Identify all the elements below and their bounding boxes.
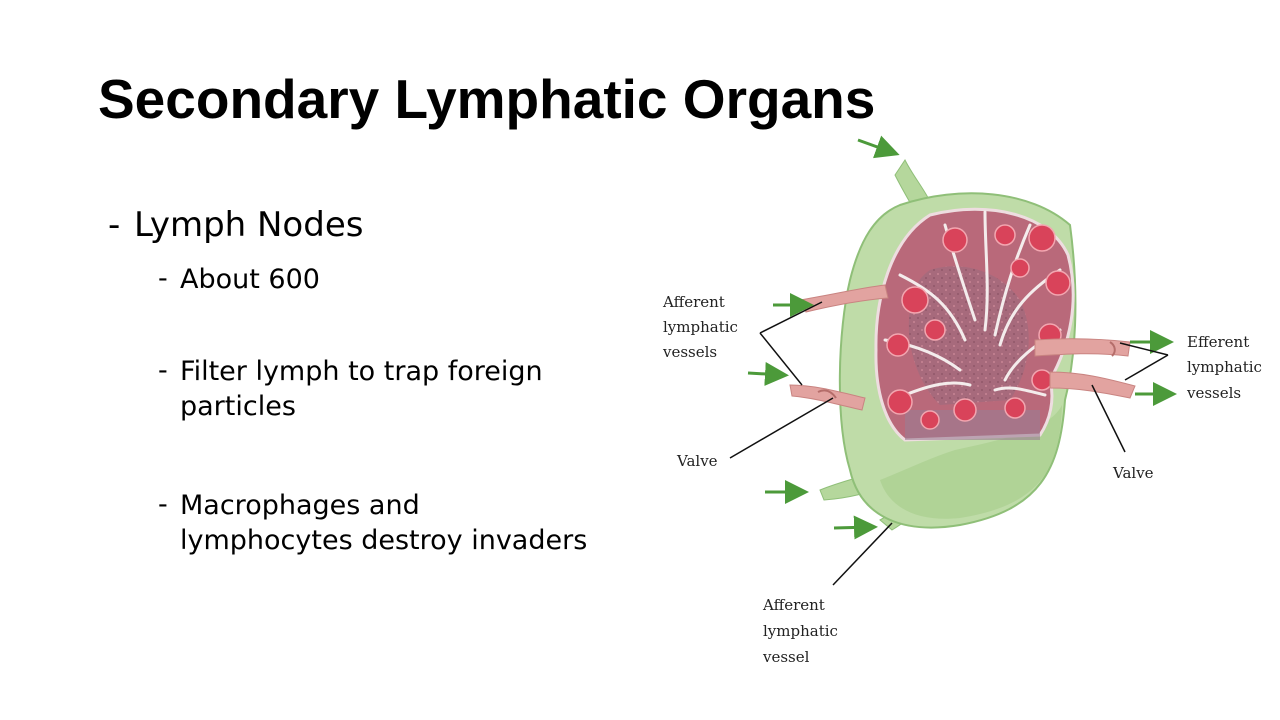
sub-bullet-line: About 600 bbox=[180, 264, 320, 295]
lymphoid-follicles bbox=[886, 224, 1071, 430]
afferent-vessel-upper-left bbox=[799, 284, 889, 313]
sub-bullet-line: lymphocytes destroy invaders bbox=[180, 524, 588, 556]
leader-lines bbox=[729, 301, 1169, 586]
sub-bullet-dash: - bbox=[158, 355, 168, 386]
valve-right-mark bbox=[1109, 341, 1116, 357]
label-valve-right: Valve bbox=[1112, 464, 1154, 482]
label-afferent-vessels-left: Afferent lymphatic vessels bbox=[662, 293, 743, 361]
efferent-vessel-upper bbox=[1034, 338, 1131, 357]
sub-bullet-macrophages: - Macrophages and lymphocytes destroy in… bbox=[158, 489, 587, 558]
sub-bullet-dash: - bbox=[158, 263, 168, 294]
label-afferent-vessel-bottom: Afferent lymphatic vessel bbox=[762, 596, 843, 666]
sub-bullet-filter-lymph: - Filter lymph to trap foreign particles bbox=[158, 355, 543, 424]
capsule-shading bbox=[880, 405, 1062, 519]
flow-arrows bbox=[747, 135, 1177, 540]
slide-title: Secondary Lymphatic Organs bbox=[98, 68, 876, 130]
label-valve-left: Valve bbox=[676, 452, 718, 470]
bullet-text: Lymph Nodes bbox=[134, 205, 364, 245]
sub-bullet-line: particles bbox=[180, 390, 296, 422]
sub-bullet-dash: - bbox=[158, 489, 168, 520]
bullet-lymph-nodes: - Lymph Nodes bbox=[108, 205, 363, 246]
sub-bullet-about-600: - About 600 bbox=[158, 263, 320, 298]
bullet-dash: - bbox=[108, 205, 121, 245]
lymph-node-diagram: Afferent lymphatic vessels Efferent lymp… bbox=[662, 135, 1267, 666]
sub-bullet-line: Macrophages and bbox=[180, 490, 420, 521]
valve-left-mark bbox=[817, 389, 837, 399]
sub-bullet-line: Filter lymph to trap foreign bbox=[180, 356, 543, 387]
afferent-vessel-lower-left bbox=[789, 384, 866, 411]
label-efferent-vessels: Efferent lymphatic vessels bbox=[1186, 333, 1267, 402]
